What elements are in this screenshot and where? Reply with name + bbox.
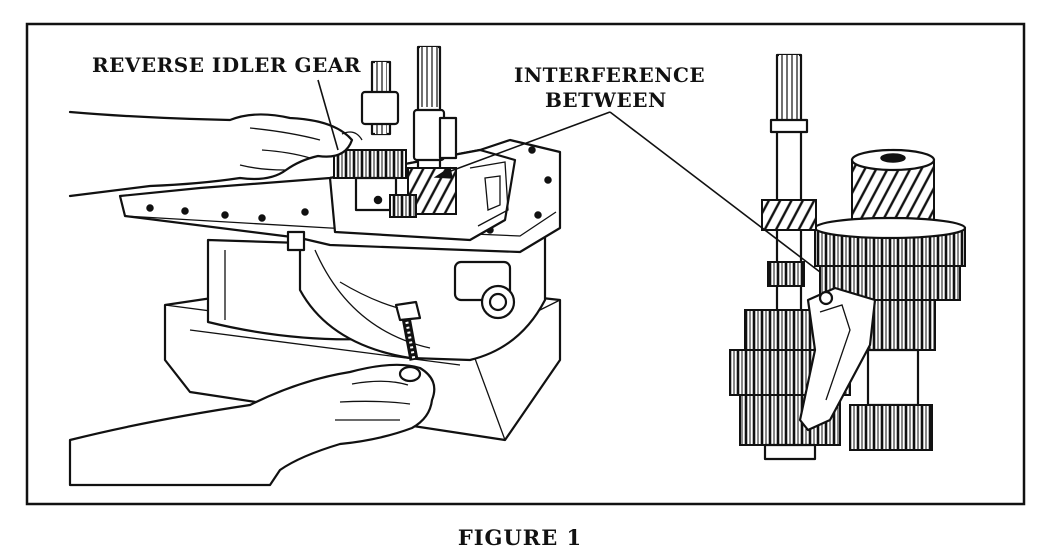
leader-interference-right bbox=[609, 111, 821, 273]
long-bolt bbox=[339, 281, 422, 361]
dowel-tab bbox=[286, 230, 306, 252]
gear-train-assembly bbox=[729, 53, 967, 461]
housing-body bbox=[298, 218, 547, 362]
reverse-idler-gear bbox=[333, 149, 407, 179]
figure-caption: FIGURE 1 bbox=[458, 525, 582, 550]
leader-interference-left bbox=[439, 111, 611, 176]
label-interference-line1: INTERFERENCE bbox=[514, 63, 705, 87]
shift-fork bbox=[798, 286, 877, 432]
figure-frame bbox=[25, 22, 1026, 506]
label-interference-line2: BETWEEN bbox=[545, 88, 667, 112]
upper-hand bbox=[68, 110, 363, 198]
leader-reverse-idler bbox=[317, 79, 339, 151]
label-reverse-idler-gear: REVERSE IDLER GEAR bbox=[92, 53, 361, 77]
lower-hand bbox=[68, 363, 436, 487]
